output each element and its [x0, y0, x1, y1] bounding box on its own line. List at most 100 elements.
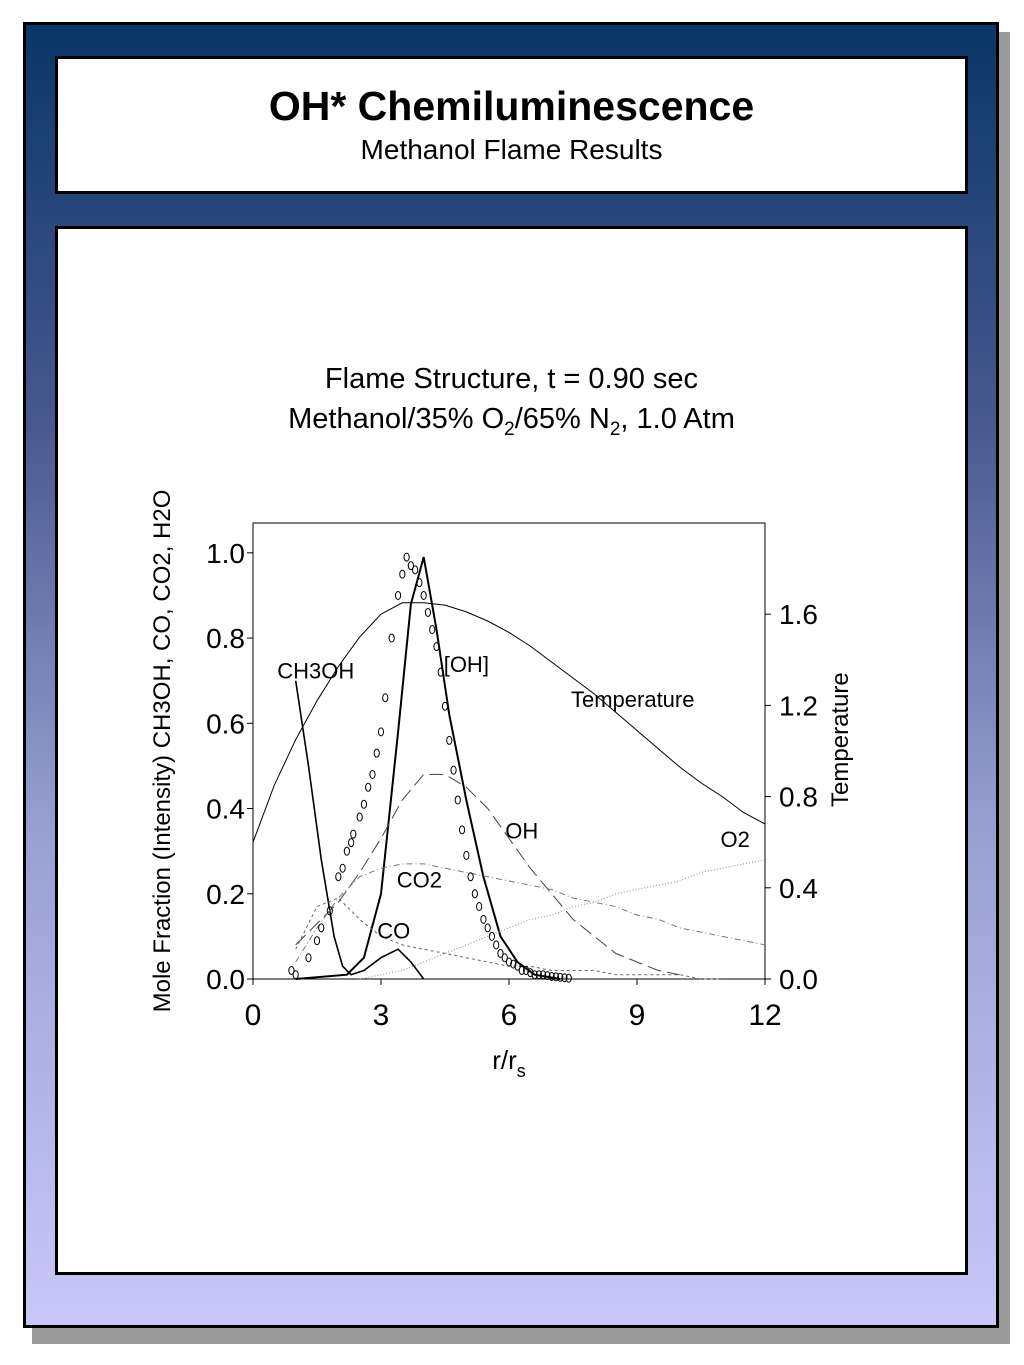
series-oh-point [565, 973, 572, 983]
series-oh-point [360, 799, 368, 809]
y-left-tick-label: 0.8 [206, 623, 245, 654]
series-oh-point [305, 953, 312, 963]
x-tick-label: 12 [748, 999, 781, 1032]
series-oh-point [373, 748, 380, 758]
x-tick-label: 0 [245, 999, 262, 1032]
series-oh-point [433, 642, 440, 652]
series-oh-point [429, 625, 436, 635]
series-oh-point [531, 970, 538, 980]
series-oh-point [437, 667, 444, 677]
y-left-tick-label: 0.2 [206, 879, 245, 910]
series-oh-point [557, 972, 564, 982]
series-oh-point [365, 782, 372, 792]
series-oh-point [356, 812, 363, 822]
series-oh-point [510, 959, 517, 969]
series-oh-point [484, 923, 491, 933]
series-oh-point [544, 971, 551, 981]
y-right-tick-label: 1.2 [779, 690, 818, 721]
series-oh-point [535, 970, 542, 980]
chart-title-line1: Flame Structure, t = 0.90 sec [324, 363, 699, 395]
series-oh-point [335, 872, 342, 882]
content-box: Flame Structure, t = 0.90 sec Methanol/3… [55, 226, 968, 1275]
series-oh-point [403, 552, 410, 562]
series-oh-point [326, 906, 333, 916]
series-oh-point [552, 972, 560, 982]
series-temperature-line [252, 602, 766, 843]
page-title: OH* Chemiluminescence [268, 83, 755, 129]
series-ch3oh-line [294, 680, 425, 980]
y-right-tick-label: 0.8 [779, 782, 818, 813]
annotation-label: O2 [720, 827, 749, 852]
series-oh-point [388, 633, 395, 643]
y-left-tick-label: 0.6 [206, 708, 245, 739]
series-oh-point [339, 863, 346, 873]
series-oh-point [424, 607, 432, 617]
series-oh-point [318, 923, 325, 933]
y-left-tick-label: 1.0 [206, 538, 245, 569]
series-oh-point [540, 970, 547, 980]
annotation-label: Temperature [571, 687, 695, 712]
series-oh-point [399, 569, 406, 579]
annotation-label: CO [377, 919, 410, 944]
chart-title-sub: 2 [504, 418, 515, 440]
y-right-tick-label: 1.6 [779, 599, 818, 630]
title-box: OH* Chemiluminescence Methanol Flame Res… [55, 56, 968, 194]
annotation-label: OH [505, 818, 538, 843]
page-subtitle: Methanol Flame Results [360, 134, 663, 165]
y-left-tick-label: 0.4 [206, 794, 245, 825]
series-co-line [295, 897, 723, 980]
series-oh-point [561, 973, 568, 983]
x-axis-label-sub: s [517, 1061, 526, 1081]
series-oh-point [501, 953, 508, 963]
x-tick-label: 3 [373, 999, 390, 1032]
y-left-tick-label: 0.0 [206, 964, 245, 995]
series-oh-point [505, 957, 513, 967]
series-oh-point [382, 693, 389, 703]
series-oh-point [377, 727, 385, 737]
series-oh-point [313, 936, 321, 946]
y-left-axis-label: Mole Fraction (Intensity) CH3OH, CO, CO2… [149, 490, 176, 1013]
chart-title-line2: Methanol/35% O2/65% N2, 1.0 Atm [58, 403, 965, 441]
series-oh-point [343, 846, 350, 856]
series-co2-line [295, 863, 766, 963]
x-tick-label: 9 [629, 999, 646, 1032]
chart-title-part: , 1.0 Atm [620, 403, 735, 435]
series-oh-point [441, 701, 449, 711]
series-oh-point [458, 825, 466, 835]
series-oh-point [497, 948, 504, 958]
annotation-label: CO2 [397, 867, 442, 892]
series-oh-point [348, 838, 355, 848]
series-oh-point [450, 765, 457, 775]
x-axis-label: r/rs [492, 1045, 526, 1081]
annotation-label: CH3OH [277, 659, 354, 684]
series-oh-point [446, 735, 453, 745]
series-oh-point [416, 578, 423, 588]
series-oh-point [480, 914, 487, 924]
series-oh-point [548, 971, 555, 981]
series-oh-point [467, 872, 474, 882]
series-oh-point [518, 965, 525, 975]
series-oh-point [350, 829, 357, 839]
series-oh-point [412, 565, 419, 575]
series-oh-point [488, 931, 496, 941]
y-right-tick-label: 0.0 [779, 964, 818, 995]
annotation-label: [OH] [444, 652, 489, 677]
series-oh-point [288, 965, 295, 975]
x-tick-label: 6 [501, 999, 518, 1032]
series-oh-point [454, 795, 461, 805]
series-oh-point [292, 970, 299, 980]
series-oh-point [407, 561, 414, 571]
series-oh-point [471, 889, 478, 899]
series-oh-point [394, 590, 402, 600]
series-oh-point [476, 902, 483, 912]
series-oh-point [369, 769, 376, 779]
series-h2o-line [295, 773, 680, 976]
chart-title-part: Methanol/35% O [288, 403, 505, 435]
chart-title-part: /65% N [514, 403, 610, 435]
series-oh-point [463, 850, 470, 860]
series-oh-point [514, 961, 521, 971]
chart-title-sub: 2 [609, 418, 621, 440]
series-oh-point [420, 590, 427, 600]
series-oh-line [295, 556, 561, 980]
